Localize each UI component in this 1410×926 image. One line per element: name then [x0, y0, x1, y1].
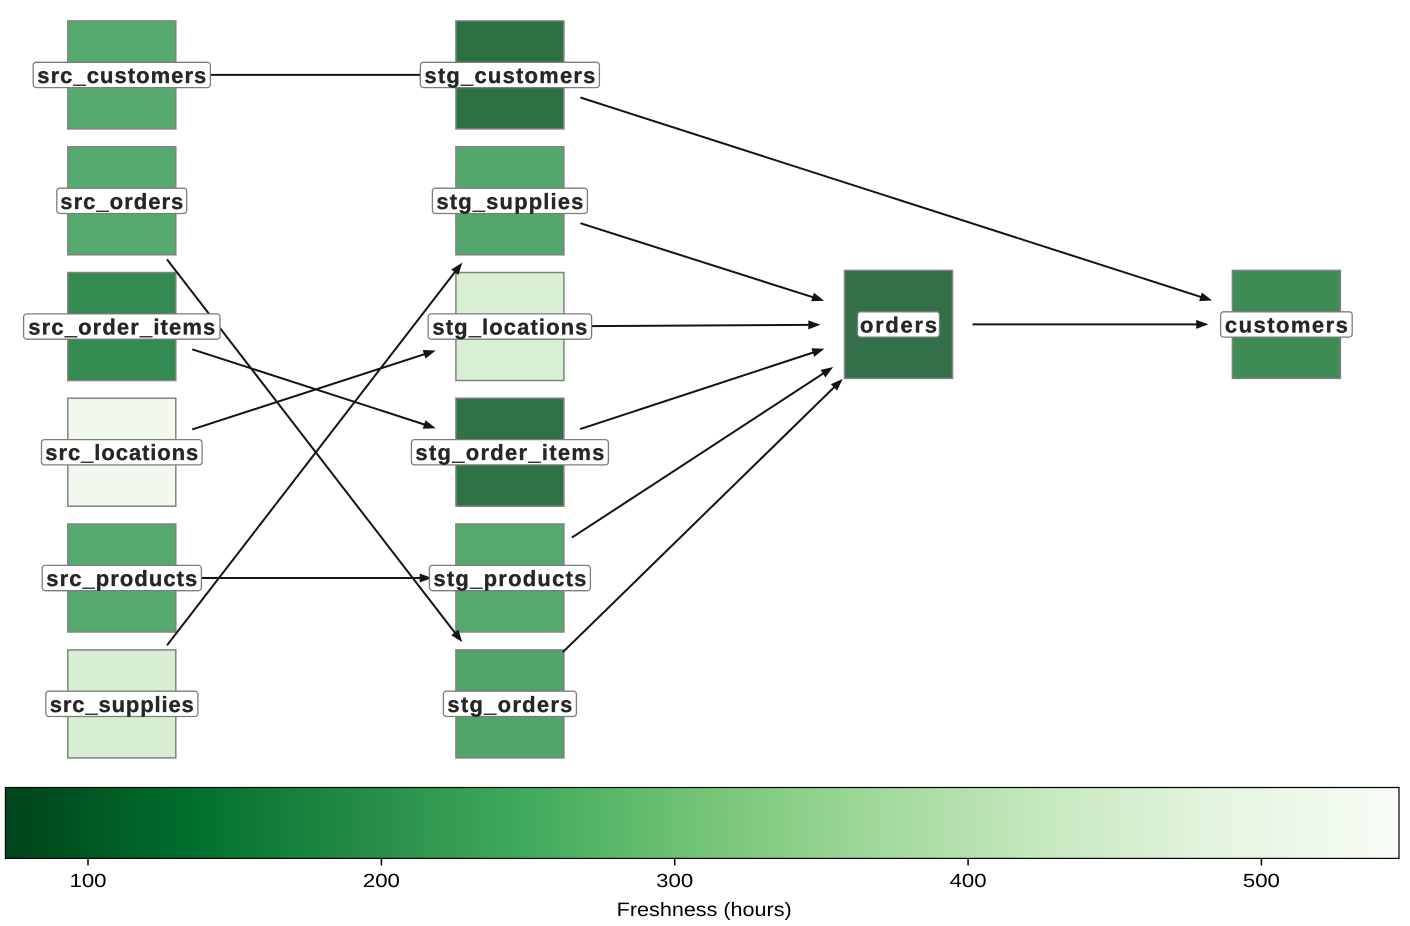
svg-text:200: 200	[363, 871, 400, 892]
svg-text:customers: customers	[1225, 312, 1348, 337]
svg-text:orders: orders	[860, 312, 937, 337]
svg-text:500: 500	[1243, 871, 1280, 892]
svg-text:stg_customers: stg_customers	[424, 63, 595, 88]
svg-text:src_customers: src_customers	[37, 63, 206, 88]
svg-text:src_locations: src_locations	[45, 440, 198, 465]
svg-text:src_orders: src_orders	[60, 189, 183, 214]
svg-text:Freshness (hours): Freshness (hours)	[617, 899, 792, 921]
svg-text:src_supplies: src_supplies	[50, 692, 194, 717]
svg-text:stg_products: stg_products	[433, 566, 586, 591]
svg-text:stg_order_items: stg_order_items	[415, 440, 604, 465]
svg-text:400: 400	[950, 871, 987, 892]
svg-text:300: 300	[656, 871, 693, 892]
svg-text:100: 100	[70, 871, 107, 892]
svg-text:stg_supplies: stg_supplies	[436, 189, 583, 214]
svg-text:stg_locations: stg_locations	[432, 315, 587, 340]
svg-text:src_order_items: src_order_items	[28, 315, 215, 340]
svg-text:src_products: src_products	[46, 566, 197, 591]
svg-text:stg_orders: stg_orders	[447, 692, 572, 717]
